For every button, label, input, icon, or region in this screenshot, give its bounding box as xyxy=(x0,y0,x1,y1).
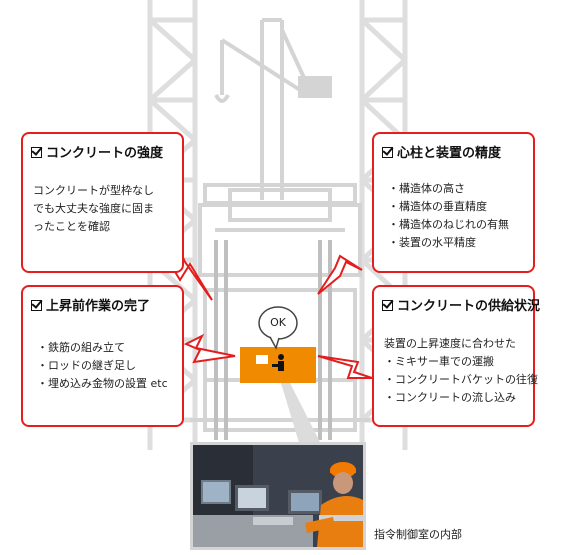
callout-concrete-strength: コンクリートの強度 コンクリートが型枠なし でも大丈夫な強度に固ま ったことを確… xyxy=(21,132,184,273)
callout-body: コンクリートが型枠なし でも大丈夫な強度に固ま ったことを確認 xyxy=(33,182,154,236)
callout-line: ・コンクリートの流し込み xyxy=(384,391,516,404)
callout-line: ・鉄筋の組み立て xyxy=(37,341,125,354)
photo-caption: 指令制御室の内部 xyxy=(374,528,462,541)
callout-line: ・埋め込み金物の設置 etc xyxy=(37,377,168,390)
callout-title: 上昇前作業の完了 xyxy=(31,295,150,314)
callout-line: ・構造体の高さ xyxy=(388,182,465,195)
control-room-photo-image xyxy=(193,445,363,547)
ok-bubble-label: OK xyxy=(270,316,286,329)
callout-line: ・構造体の垂直精度 xyxy=(388,200,487,213)
callout-line: ・コンクリートバケットの往復 xyxy=(384,373,538,386)
checkbox-icon xyxy=(382,147,393,158)
checkbox-icon xyxy=(382,300,393,311)
callout-pillar-precision: 心柱と装置の精度 ・構造体の高さ ・構造体の垂直精度 ・構造体のねじれの有無 ・… xyxy=(372,132,535,273)
callout-line: ・構造体のねじれの有無 xyxy=(388,218,509,231)
callout-body: ・構造体の高さ ・構造体の垂直精度 ・構造体のねじれの有無 ・装置の水平精度 xyxy=(388,180,509,252)
checkbox-icon xyxy=(31,147,42,158)
callout-line: ・装置の水平精度 xyxy=(388,236,476,249)
control-room-photo xyxy=(190,442,366,550)
callout-title: 心柱と装置の精度 xyxy=(382,142,501,161)
callout-title: コンクリートの強度 xyxy=(31,142,163,161)
callout-body: 装置の上昇速度に合わせた ・ミキサー車での運搬 ・コンクリートバケットの往復 ・… xyxy=(384,335,538,407)
callout-line: ったことを確認 xyxy=(33,220,110,233)
callout-line: ・ミキサー車での運搬 xyxy=(384,355,494,368)
callout-concrete-supply: コンクリートの供給状況 装置の上昇速度に合わせた ・ミキサー車での運搬 ・コンク… xyxy=(372,285,540,427)
callout-line: 装置の上昇速度に合わせた xyxy=(384,337,516,350)
checkbox-icon xyxy=(31,300,42,311)
callout-pre-lift-work: 上昇前作業の完了 ・鉄筋の組み立て ・ロッドの継ぎ足し ・埋め込み金物の設置 e… xyxy=(21,285,184,427)
callout-title: コンクリートの供給状況 xyxy=(382,295,540,314)
callout-line: でも大丈夫な強度に固ま xyxy=(33,202,154,215)
callout-line: コンクリートが型枠なし xyxy=(33,184,154,197)
callout-line: ・ロッドの継ぎ足し xyxy=(37,359,136,372)
callout-body: ・鉄筋の組み立て ・ロッドの継ぎ足し ・埋め込み金物の設置 etc xyxy=(37,339,168,393)
